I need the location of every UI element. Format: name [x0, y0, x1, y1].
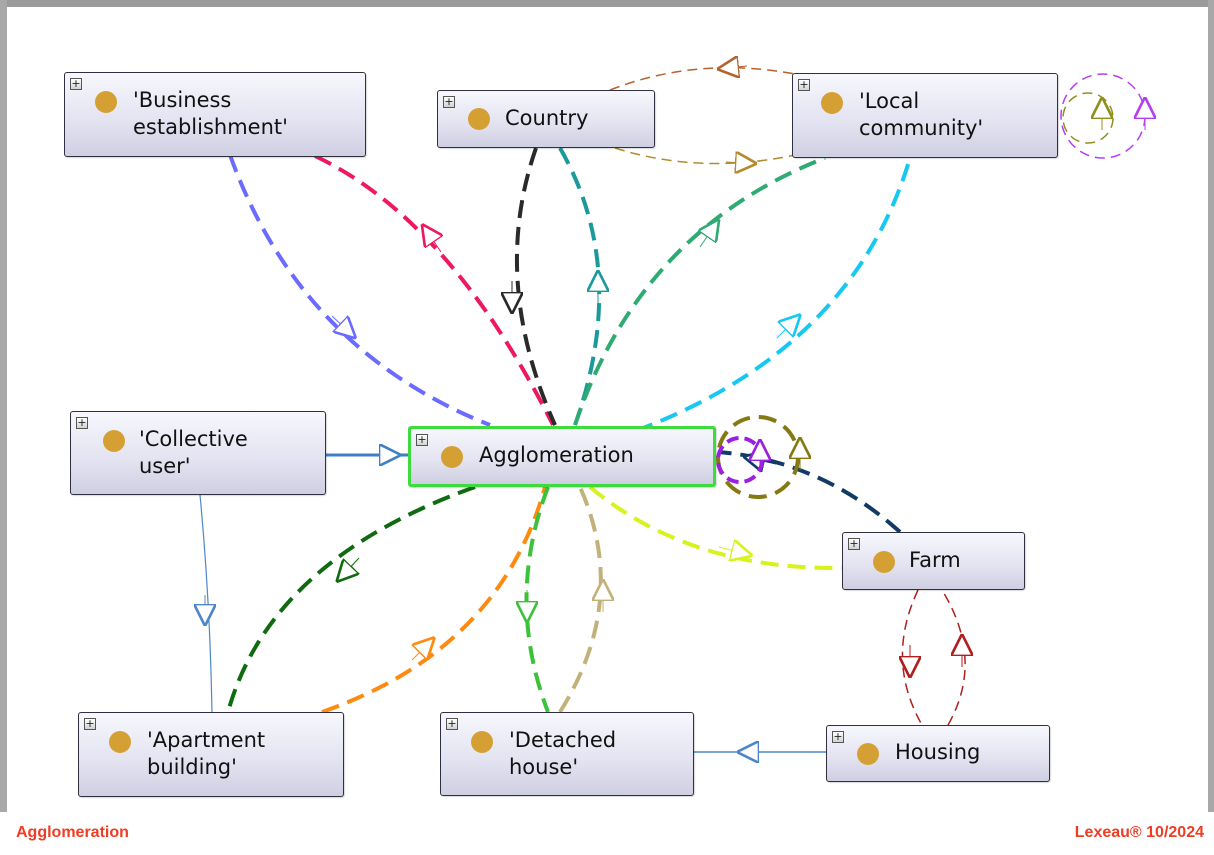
arrow-agglomeration-local-green — [700, 228, 713, 248]
footer-copyright: Lexeau® 10/2024 — [1074, 824, 1204, 841]
class-dot-icon — [103, 430, 125, 452]
node-detached-house[interactable]: + 'Detached house' — [440, 712, 694, 796]
arrow-country-local-brown-bottom — [725, 162, 746, 163]
expand-toggle[interactable]: + — [446, 717, 458, 730]
node-label: 'Apartment building' — [147, 728, 266, 779]
node-collective-user[interactable]: + 'Collective user' — [70, 411, 326, 495]
self-loop-agglomeration-purple[interactable] — [716, 436, 764, 484]
node-label: Agglomeration — [479, 443, 634, 467]
edge-collective-apartment[interactable] — [199, 494, 213, 713]
edge-agglomeration-country-teal[interactable] — [558, 147, 602, 426]
expand-toggle[interactable]: + — [416, 433, 428, 446]
edge-agglomeration-farm-lime[interactable] — [588, 485, 843, 571]
node-label: Country — [505, 106, 589, 130]
class-dot-icon — [95, 91, 117, 113]
edge-local-country-brown-top[interactable] — [609, 66, 801, 91]
node-housing[interactable]: + Housing — [826, 725, 1050, 782]
class-dot-icon — [857, 743, 879, 765]
frame-right-border — [1208, 0, 1214, 812]
class-dot-icon — [873, 551, 895, 573]
arrow-local-country-brown-top — [728, 66, 748, 68]
edge-agglomeration-local-lightblue[interactable] — [609, 157, 912, 442]
node-label: 'Business establishment' — [133, 88, 288, 139]
edge-farm-agglomeration-navy[interactable] — [717, 450, 902, 534]
class-dot-icon — [109, 731, 131, 753]
edge-agglomeration-local-green[interactable] — [573, 156, 826, 426]
arrow-agglomeration-farm-lime — [718, 547, 742, 553]
frame-left-border — [0, 0, 7, 812]
node-label: 'Detached house' — [509, 728, 617, 779]
expand-toggle[interactable]: + — [848, 537, 860, 550]
arrow-apartment-agglomeration-orange — [412, 645, 427, 660]
edge-detached-agglomeration-khaki[interactable] — [558, 486, 603, 714]
edge-agglomeration-business-pink[interactable] — [314, 154, 555, 426]
node-label: Housing — [895, 740, 981, 764]
edge-agglomeration-detached-green[interactable] — [524, 486, 550, 713]
expand-toggle[interactable]: + — [443, 95, 455, 108]
frame-top-border — [0, 0, 1214, 7]
class-dot-icon — [441, 446, 463, 468]
class-dot-icon — [471, 731, 493, 753]
node-label: 'Collective user' — [139, 427, 248, 478]
class-dot-icon — [821, 92, 843, 114]
edge-housing-farm-red[interactable] — [941, 589, 966, 726]
edge-business-agglomeration-blue[interactable] — [228, 154, 491, 427]
edge-country-agglomeration-black[interactable] — [515, 147, 557, 426]
edge-agglomeration-apartment-darkgreen[interactable] — [226, 485, 476, 713]
arrow-agglomeration-apartment-darkgreen — [344, 557, 359, 574]
footer-selected-class: Agglomeration — [16, 824, 129, 841]
expand-toggle[interactable]: + — [84, 717, 96, 730]
class-dot-icon — [468, 108, 490, 130]
arrow-agglomeration-local-lightblue — [776, 322, 793, 339]
edge-farm-housing-red[interactable] — [901, 589, 923, 726]
expand-toggle[interactable]: + — [76, 416, 88, 429]
expand-toggle[interactable]: + — [832, 730, 844, 743]
expand-toggle[interactable]: + — [70, 77, 82, 90]
edge-apartment-agglomeration-orange[interactable] — [321, 486, 547, 714]
node-farm[interactable]: + Farm — [842, 532, 1025, 590]
node-local-community[interactable]: + 'Local community' — [792, 73, 1058, 158]
node-country[interactable]: + Country — [437, 90, 655, 148]
arrow-business-agglomeration-blue — [331, 316, 348, 331]
self-loop-local-olive[interactable] — [1062, 92, 1114, 144]
node-agglomeration[interactable]: + Agglomeration — [408, 426, 716, 487]
node-label: 'Local community' — [859, 89, 984, 140]
arrow-agglomeration-business-pink — [428, 233, 441, 253]
expand-toggle[interactable]: + — [798, 78, 810, 91]
edge-country-local-brown-bottom[interactable] — [614, 147, 796, 165]
self-loop-local-purple[interactable] — [1060, 73, 1146, 159]
node-apartment-building[interactable]: + 'Apartment building' — [78, 712, 344, 797]
node-label: Farm — [909, 548, 961, 572]
node-business-establishment[interactable]: + 'Business establishment' — [64, 72, 366, 157]
